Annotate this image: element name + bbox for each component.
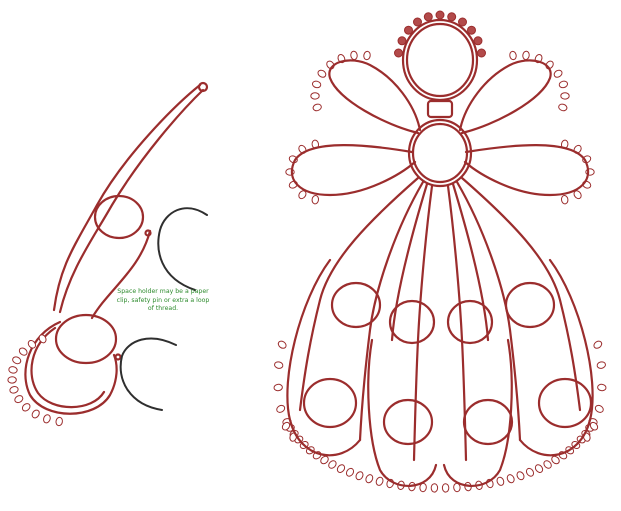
head-bead (424, 13, 432, 21)
picot (355, 470, 365, 480)
picot (14, 394, 24, 404)
picot (522, 51, 530, 60)
picot (345, 467, 355, 478)
skirt-ring-lower-2 (384, 400, 432, 444)
picot (275, 404, 285, 414)
picot (431, 484, 438, 493)
head-bead (436, 11, 444, 19)
skirt-ring-upper-1 (332, 283, 380, 327)
picot (506, 474, 516, 484)
ring-middle (56, 315, 116, 363)
thread-tail-inner (60, 90, 203, 312)
picot (311, 195, 319, 204)
space-holder-upper (158, 208, 207, 290)
picot (558, 103, 568, 112)
skirt-loop-mid-right (444, 340, 512, 486)
picot (9, 386, 19, 394)
picot (516, 470, 526, 480)
picot (525, 467, 535, 478)
arm-left (292, 145, 415, 195)
picot (8, 377, 17, 384)
angel-body-inner (413, 124, 467, 182)
picots-angel (274, 11, 607, 492)
picot (31, 409, 41, 420)
wing-left (329, 60, 420, 133)
skirt-chain-3 (414, 186, 432, 460)
space-holder-note: Space holder may be a paper clip, safety… (113, 288, 213, 314)
picot (18, 347, 29, 357)
picot (350, 51, 358, 60)
head-bead (448, 13, 456, 21)
picot (542, 459, 552, 470)
picot (363, 51, 371, 60)
picot (312, 80, 322, 88)
tatted-angel (274, 11, 607, 492)
angel-neck (428, 101, 452, 117)
picot (365, 474, 375, 484)
skirt-ring-lower-3 (464, 400, 512, 444)
picot (375, 476, 384, 486)
picot (274, 361, 284, 369)
skirt-loop-mid-left (368, 340, 436, 486)
picot (42, 414, 51, 424)
angel-body (409, 120, 471, 186)
head-bead (474, 37, 482, 45)
picot (12, 356, 22, 365)
picot (597, 384, 606, 391)
picot (561, 195, 569, 204)
ring-upper (95, 196, 143, 238)
picot (534, 463, 544, 474)
picot (312, 103, 322, 112)
skirt-ring-lower-1 (304, 379, 356, 427)
wing-right (460, 60, 551, 133)
picot (593, 340, 604, 350)
join-point-upper (146, 231, 151, 236)
picot (553, 69, 564, 79)
picot (509, 51, 517, 60)
picot (496, 476, 505, 486)
space-holder-lower (121, 339, 176, 410)
picot (561, 93, 570, 100)
skirt-ring-lower-4 (539, 379, 591, 427)
picot (8, 366, 17, 374)
picot (336, 463, 346, 474)
angel-head (403, 20, 477, 100)
head-bead (398, 37, 406, 45)
picot (311, 93, 320, 100)
head-bead (478, 49, 486, 57)
ring-large (25, 322, 116, 414)
tatting-process-diagram (8, 83, 207, 426)
picot (21, 402, 32, 412)
picot (559, 80, 569, 88)
picot (327, 459, 337, 470)
picot (317, 69, 328, 79)
skirt-chain-6 (462, 178, 580, 410)
picot (277, 340, 288, 350)
picot (55, 417, 63, 426)
picot (442, 484, 449, 493)
skirt-ring-upper-4 (506, 283, 554, 327)
angel-head-inner (407, 24, 473, 96)
head-bead (395, 49, 403, 57)
skirt-chain-1 (300, 178, 418, 410)
picot (596, 361, 606, 369)
picot (274, 384, 283, 391)
skirt-ring-upper-2 (390, 301, 434, 343)
arm-right (465, 145, 588, 195)
picot (594, 404, 604, 414)
